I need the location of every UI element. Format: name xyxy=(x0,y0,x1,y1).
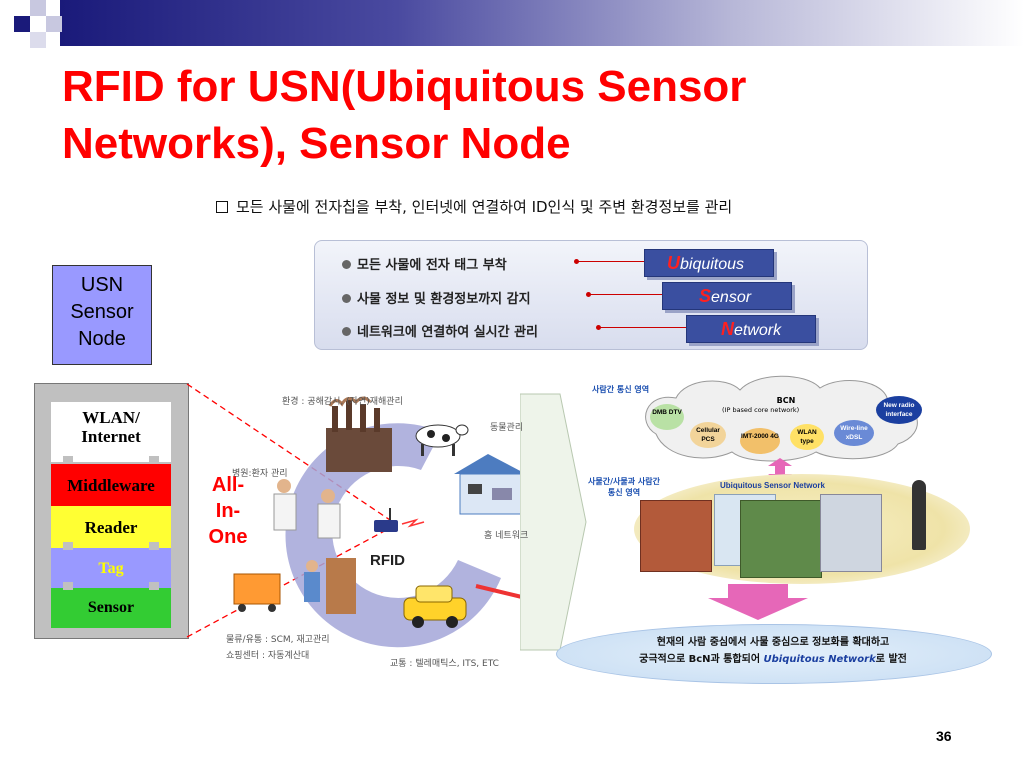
tag-initial: S xyxy=(699,286,712,306)
rfid-reader-icon xyxy=(374,508,425,532)
header-square-light xyxy=(46,16,62,32)
feature-item: 사물 정보 및 환경정보까지 감지 xyxy=(342,288,531,307)
stack-notch xyxy=(63,542,73,550)
person-silhouette xyxy=(912,480,926,550)
usn-sensor-node-box: USN Sensor Node xyxy=(52,265,152,365)
stack-notch xyxy=(63,456,73,464)
node-cellular: Cellular PCS xyxy=(690,422,726,448)
thing-comm-header: 사물간/사물과 사람간 통신 영역 xyxy=(588,476,660,498)
home-network-label: 홈 네트워크 xyxy=(484,531,529,541)
stack-notch xyxy=(149,542,159,550)
env-label: 환경 : 공해감시, (자연)재해관리 xyxy=(282,397,403,407)
network-tag: Network xyxy=(686,315,816,343)
bcn-title: BCN xyxy=(776,396,796,405)
layer-middleware: Middleware xyxy=(51,464,171,508)
usn-line: Sensor xyxy=(70,301,134,323)
summary-emphasis: Ubiquitous Network xyxy=(763,654,876,665)
store-photo xyxy=(640,500,712,572)
feature-text: 사물 정보 및 환경정보까지 감지 xyxy=(357,292,531,307)
node-new-radio: New radio interface xyxy=(876,396,922,424)
feature-text: 네트워크에 연결하여 실시간 관리 xyxy=(357,325,539,340)
node-dmb: DMB DTV xyxy=(650,404,684,430)
all-in-one-line: In- xyxy=(215,500,241,522)
bcn-subtitle: (IP based core network) xyxy=(722,406,800,414)
right-arrow-shape xyxy=(520,393,587,651)
rfid-label: RFID xyxy=(370,552,405,569)
usn-line: Node xyxy=(78,328,126,350)
all-in-one-line: One xyxy=(208,526,248,548)
summary-ellipse xyxy=(556,624,992,684)
connector-line xyxy=(600,327,688,328)
header-square-light xyxy=(30,32,46,48)
summary-part: 궁극적으로 BcN과 통합되어 xyxy=(639,654,764,665)
connector-dot xyxy=(596,325,601,330)
layer-label: Internet xyxy=(81,427,141,446)
device-photo xyxy=(820,494,882,572)
connector-line xyxy=(578,261,646,262)
connector-line xyxy=(590,294,664,295)
node-wireline: Wire-line xDSL xyxy=(834,420,874,446)
bullet-dot-icon xyxy=(342,294,351,303)
header-square-light xyxy=(30,0,46,16)
tag-initial: N xyxy=(721,319,734,339)
summary-part: 로 발전 xyxy=(875,654,907,665)
usn-scene-label: Ubiquitous Sensor Network xyxy=(720,481,825,490)
stack-notch xyxy=(149,582,159,590)
usn-line: USN xyxy=(80,274,124,296)
summary-line: 현재의 사람 중심에서 사물 중심으로 정보화를 확대하고 xyxy=(656,637,890,648)
feature-text: 모든 사물에 전자 태그 부착 xyxy=(357,258,507,273)
tag-rest: etwork xyxy=(734,322,782,339)
feature-item: 모든 사물에 전자 태그 부착 xyxy=(342,254,507,273)
tag-rest: ensor xyxy=(711,289,752,306)
layer-label: WLAN/ xyxy=(82,408,140,427)
all-in-one-label: All- In- One xyxy=(200,472,256,550)
layer-wlan-internet: WLAN/ Internet xyxy=(51,402,171,462)
ubiquitous-tag: Ubiquitous xyxy=(644,249,774,277)
house-icon xyxy=(454,454,526,515)
summary-text: 현재의 사람 중심에서 사물 중심으로 정보화를 확대하고 궁극적으로 BcN과… xyxy=(590,634,956,668)
stack-notch xyxy=(149,456,159,464)
logistics-label: 물류/유통 : SCM, 재고관리 xyxy=(226,635,330,645)
thing-comm-line: 통신 영역 xyxy=(607,488,641,497)
taxi-icon xyxy=(403,585,467,628)
bullet-dot-icon xyxy=(342,327,351,336)
header-square-dark xyxy=(14,16,30,32)
tag-initial: U xyxy=(667,253,680,273)
hospital-label: 병원:환자 관리 xyxy=(232,469,288,479)
connector-dot xyxy=(574,259,579,264)
human-comm-header: 사람간 통신 영역 xyxy=(592,385,650,394)
doctor-icon xyxy=(273,479,341,539)
sensor-tag: Sensor xyxy=(662,282,792,310)
summary-line: 궁극적으로 BcN과 통합되어 Ubiquitous Network로 발전 xyxy=(590,651,956,668)
page-number: 36 xyxy=(936,728,952,744)
factory-icon xyxy=(326,396,392,472)
node-wlan: WLAN type xyxy=(790,424,824,450)
layer-sensor: Sensor xyxy=(51,588,171,628)
feature-item: 네트워크에 연결하여 실시간 관리 xyxy=(342,321,538,340)
traffic-label: 교통 : 텔레매틱스, ITS, ETC xyxy=(390,659,499,669)
hollow-square-bullet-icon xyxy=(216,201,228,213)
header-gradient-bar xyxy=(60,0,1024,46)
bullet-dot-icon xyxy=(342,260,351,269)
connector-dot xyxy=(586,292,591,297)
thing-comm-line: 사물간/사물과 사람간 xyxy=(588,477,660,486)
node-imt: IMT-2000 4G xyxy=(740,428,780,454)
tag-rest: biquitous xyxy=(680,256,745,273)
down-arrow-icon xyxy=(708,584,808,620)
circuit-photo xyxy=(740,500,822,578)
slide-title: RFID for USN(Ubiquitous Sensor Networks)… xyxy=(62,62,747,168)
cow-icon xyxy=(415,424,469,456)
subtitle-line: 모든 사물에 전자칩을 부착, 인터넷에 연결하여 ID인식 및 주변 환경정보… xyxy=(216,196,732,217)
subtitle-text: 모든 사물에 전자칩을 부착, 인터넷에 연결하여 ID인식 및 주변 환경정보… xyxy=(236,198,733,216)
animal-label: 동물관리 xyxy=(490,423,524,433)
all-in-one-line: All- xyxy=(211,474,245,496)
shopping-cart-icon xyxy=(233,558,356,614)
stack-notch xyxy=(63,582,73,590)
shopping-label: 쇼핑센터 : 자동계산대 xyxy=(226,651,310,661)
